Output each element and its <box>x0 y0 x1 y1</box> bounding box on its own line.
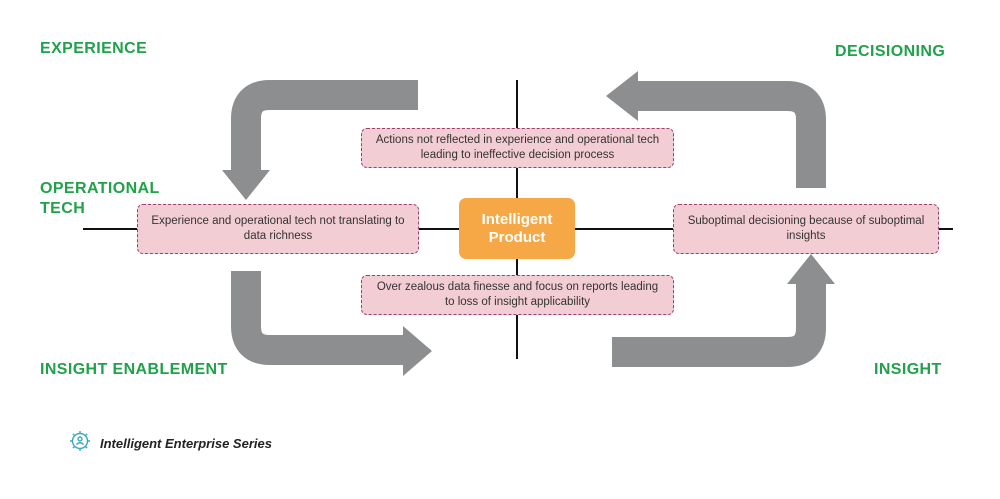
footer-series: Intelligent Enterprise Series <box>68 429 272 458</box>
center-intelligent-product: Intelligent Product <box>459 198 575 259</box>
arrow-right-to-decisioning <box>606 71 826 188</box>
box-top-issue: Actions not reflected in experience and … <box>361 128 674 168</box>
box-bottom-issue: Over zealous data finesse and focus on r… <box>361 275 674 315</box>
arrow-experience-to-left <box>222 80 418 200</box>
footer-series-text: Intelligent Enterprise Series <box>100 436 272 451</box>
box-right-issue: Suboptimal decisioning because of subopt… <box>673 204 939 254</box>
label-operational-tech: OPERATIONAL TECH <box>40 180 160 217</box>
label-insight-enablement: INSIGHT ENABLEMENT <box>40 361 228 378</box>
arrow-insight-to-right <box>612 254 835 367</box>
label-insight: INSIGHT <box>874 361 942 378</box>
arrow-left-to-insight-enablement <box>231 271 432 376</box>
label-experience: EXPERIENCE <box>40 40 148 57</box>
label-decisioning: DECISIONING <box>835 43 946 60</box>
box-left-issue: Experience and operational tech not tran… <box>137 204 419 254</box>
gear-people-icon <box>68 429 92 458</box>
